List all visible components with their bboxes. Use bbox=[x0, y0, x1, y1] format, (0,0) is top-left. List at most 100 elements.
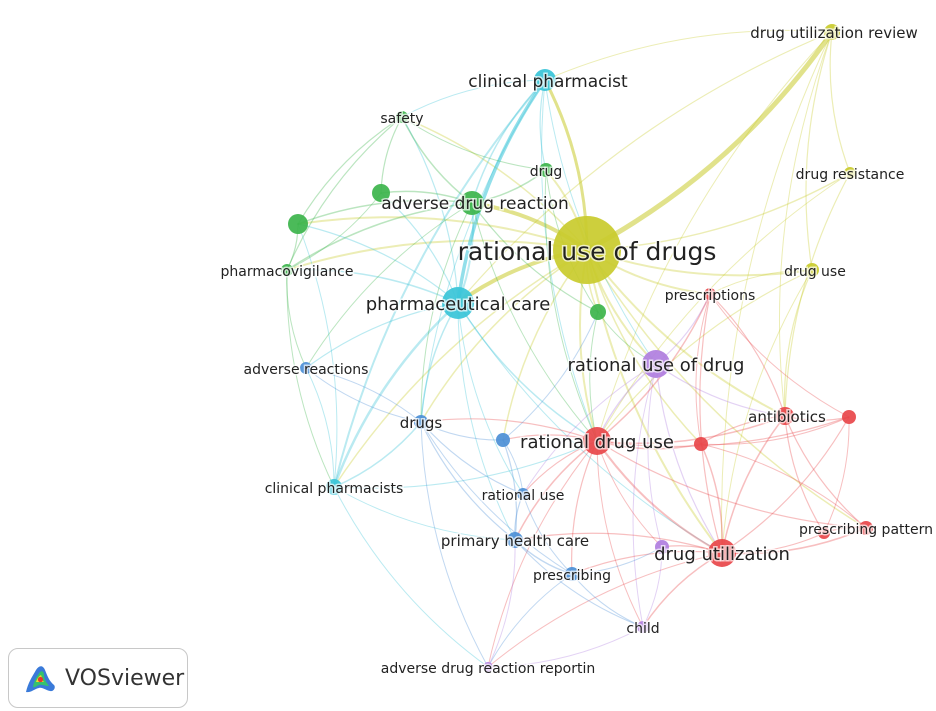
node-label-rational-drug-use[interactable]: rational drug use bbox=[519, 431, 676, 455]
node-pharmaceutical-care[interactable] bbox=[442, 287, 474, 319]
link-clinical-pharmacists-green-unlabeled-1 bbox=[297, 223, 338, 488]
node-label-clinical-pharmacists[interactable]: clinical pharmacists bbox=[263, 480, 405, 499]
node-drug[interactable] bbox=[539, 163, 553, 177]
link-primary-health-care-blue-unlabeled-1 bbox=[502, 439, 518, 541]
node-pharmacovigilance[interactable] bbox=[281, 264, 293, 276]
node-label-pharmacovigilance[interactable]: pharmacovigilance bbox=[219, 263, 355, 282]
link-safety-adverse-drug-reaction bbox=[401, 116, 473, 204]
link-clinical-pharmacists-drugs bbox=[333, 421, 422, 488]
link-rational-drug-use-prescribing-pattern bbox=[596, 440, 867, 529]
link-adverse-drug-reaction-reportin-primary-health-care bbox=[487, 539, 516, 668]
node-green-unlabeled-2[interactable] bbox=[372, 184, 390, 202]
link-antibiotics-prescribing-pattern bbox=[784, 415, 867, 529]
vosviewer-brand-badge[interactable]: VOSviewer bbox=[8, 648, 188, 708]
node-drug-use[interactable] bbox=[805, 263, 819, 277]
node-clinical-pharmacist[interactable] bbox=[534, 69, 556, 91]
link-primary-health-care-child bbox=[514, 539, 644, 628]
node-child[interactable] bbox=[637, 621, 649, 633]
link-pharmacovigilance-clinical-pharmacists bbox=[286, 269, 335, 488]
node-label-rational-use-of-drug[interactable]: rational use of drug bbox=[566, 354, 746, 378]
link-drug-resistance-antibiotics bbox=[784, 172, 851, 417]
link-pharmaceutical-care-pharmacovigilance bbox=[286, 268, 459, 304]
link-adverse-drug-reaction-adverse-reactions bbox=[305, 202, 473, 369]
node-drug-utilization[interactable] bbox=[708, 539, 736, 567]
link-blue-unlabeled-1-green-unlabeled-3 bbox=[502, 311, 599, 441]
link-drug-utilization-adverse-drug-reaction-reportin bbox=[487, 552, 723, 668]
node-drugs[interactable] bbox=[414, 415, 428, 429]
node-label-drug-use[interactable]: drug use bbox=[783, 263, 848, 282]
node-rational-use-of-drug[interactable] bbox=[642, 350, 670, 378]
node-label-drug[interactable]: drug bbox=[528, 163, 563, 182]
link-drug-utilization-primary-health-care bbox=[514, 532, 723, 554]
link-drug-use-rational-drug-use bbox=[596, 269, 813, 442]
node-red-unlabeled-2[interactable] bbox=[842, 410, 856, 424]
node-label-adverse-reactions[interactable]: adverse reactions bbox=[242, 361, 370, 380]
link-drug-utilization-review-clinical-pharmacist bbox=[544, 29, 833, 81]
node-label-primary-health-care[interactable]: primary health care bbox=[439, 531, 590, 552]
node-adverse-drug-reaction-reportin[interactable] bbox=[483, 662, 493, 672]
link-prescribing-adverse-drug-reaction-reportin bbox=[487, 573, 573, 668]
link-red-unlabeled-3-red-unlabeled-2 bbox=[823, 416, 850, 534]
node-antibiotics[interactable] bbox=[776, 407, 794, 425]
node-prescriptions[interactable] bbox=[704, 288, 716, 300]
link-pharmaceutical-care-clinical-pharmacists bbox=[332, 301, 460, 489]
node-label-clinical-pharmacist[interactable]: clinical pharmacist bbox=[467, 71, 630, 94]
node-label-prescribing[interactable]: prescribing bbox=[531, 567, 612, 586]
node-label-prescriptions[interactable]: prescriptions bbox=[663, 287, 757, 306]
node-label-adverse-drug-reaction-reportin[interactable]: adverse drug reaction reportin bbox=[379, 660, 596, 679]
node-label-drug-resistance[interactable]: drug resistance bbox=[794, 166, 906, 185]
link-drug-utilization-review-rational-drug-use bbox=[596, 31, 833, 442]
link-clinical-pharmacists-rational-drug-use bbox=[333, 440, 598, 489]
link-clinical-pharmacists-adverse-reactions bbox=[305, 367, 335, 488]
node-adverse-reactions[interactable] bbox=[300, 362, 312, 374]
node-drug-utilization-review[interactable] bbox=[824, 24, 840, 40]
link-rational-use-of-drugs-safety bbox=[401, 116, 588, 251]
node-drug-resistance[interactable] bbox=[844, 167, 856, 179]
node-adverse-drug-reaction[interactable] bbox=[460, 191, 484, 215]
node-label-drugs[interactable]: drugs bbox=[398, 413, 444, 434]
node-label-adverse-drug-reaction[interactable]: adverse drug reaction bbox=[380, 193, 571, 216]
link-drug-utilization-red-unlabeled-2 bbox=[721, 416, 850, 554]
node-red-unlabeled-1[interactable] bbox=[694, 437, 708, 451]
node-safety[interactable] bbox=[396, 111, 408, 123]
link-pharmaceutical-care-rational-use bbox=[457, 302, 524, 495]
link-antibiotics-red-unlabeled-3 bbox=[784, 415, 825, 534]
link-pharmaceutical-care-green-unlabeled-1 bbox=[297, 223, 459, 304]
nodes-layer bbox=[281, 24, 873, 672]
node-label-rational-use-of-drugs[interactable]: rational use of drugs bbox=[456, 236, 718, 268]
link-drugs-prescribing bbox=[420, 421, 573, 575]
link-rational-use-of-drugs-clinical-pharmacists bbox=[333, 249, 588, 488]
link-adverse-drug-reaction-green-unlabeled-1 bbox=[297, 199, 473, 225]
node-red-unlabeled-3[interactable] bbox=[818, 527, 830, 539]
node-purple-unlabeled-1[interactable] bbox=[655, 540, 669, 554]
link-rational-use-of-drug-child bbox=[632, 363, 657, 628]
node-label-drug-utilization-review[interactable]: drug utilization review bbox=[749, 23, 920, 44]
link-drug-utilization-prescribing bbox=[571, 550, 723, 575]
node-label-prescribing-pattern[interactable]: prescribing pattern bbox=[797, 521, 934, 540]
link-drugs-adverse-drug-reaction-reportin bbox=[420, 421, 489, 668]
node-clinical-pharmacists[interactable] bbox=[326, 479, 342, 495]
node-prescribing[interactable] bbox=[565, 567, 579, 581]
link-antibiotics-drug-utilization bbox=[721, 415, 786, 554]
node-label-child[interactable]: child bbox=[625, 620, 661, 639]
node-green-unlabeled-3[interactable] bbox=[590, 304, 606, 320]
node-rational-use-of-drugs[interactable] bbox=[553, 216, 621, 284]
node-label-rational-use[interactable]: rational use bbox=[480, 487, 566, 506]
link-red-unlabeled-1-red-unlabeled-2 bbox=[700, 416, 850, 445]
node-primary-health-care[interactable] bbox=[507, 532, 523, 548]
node-blue-unlabeled-1[interactable] bbox=[496, 433, 510, 447]
link-prescribing-purple-unlabeled-1 bbox=[571, 546, 663, 575]
node-prescribing-pattern[interactable] bbox=[859, 521, 873, 535]
node-label-pharmaceutical-care[interactable]: pharmaceutical care bbox=[364, 293, 552, 317]
node-label-drug-utilization[interactable]: drug utilization bbox=[653, 543, 792, 567]
node-green-unlabeled-1[interactable] bbox=[288, 214, 308, 234]
node-label-antibiotics[interactable]: antibiotics bbox=[747, 407, 828, 428]
node-rational-drug-use[interactable] bbox=[583, 427, 611, 455]
link-drugs-adverse-reactions bbox=[305, 367, 422, 423]
node-rational-use[interactable] bbox=[517, 488, 529, 500]
link-rational-use-prescribing bbox=[522, 493, 573, 575]
link-rational-use-of-drugs-drug-resistance bbox=[586, 172, 851, 251]
link-rational-drug-use-antibiotics bbox=[596, 415, 786, 444]
node-label-safety[interactable]: safety bbox=[379, 110, 425, 129]
